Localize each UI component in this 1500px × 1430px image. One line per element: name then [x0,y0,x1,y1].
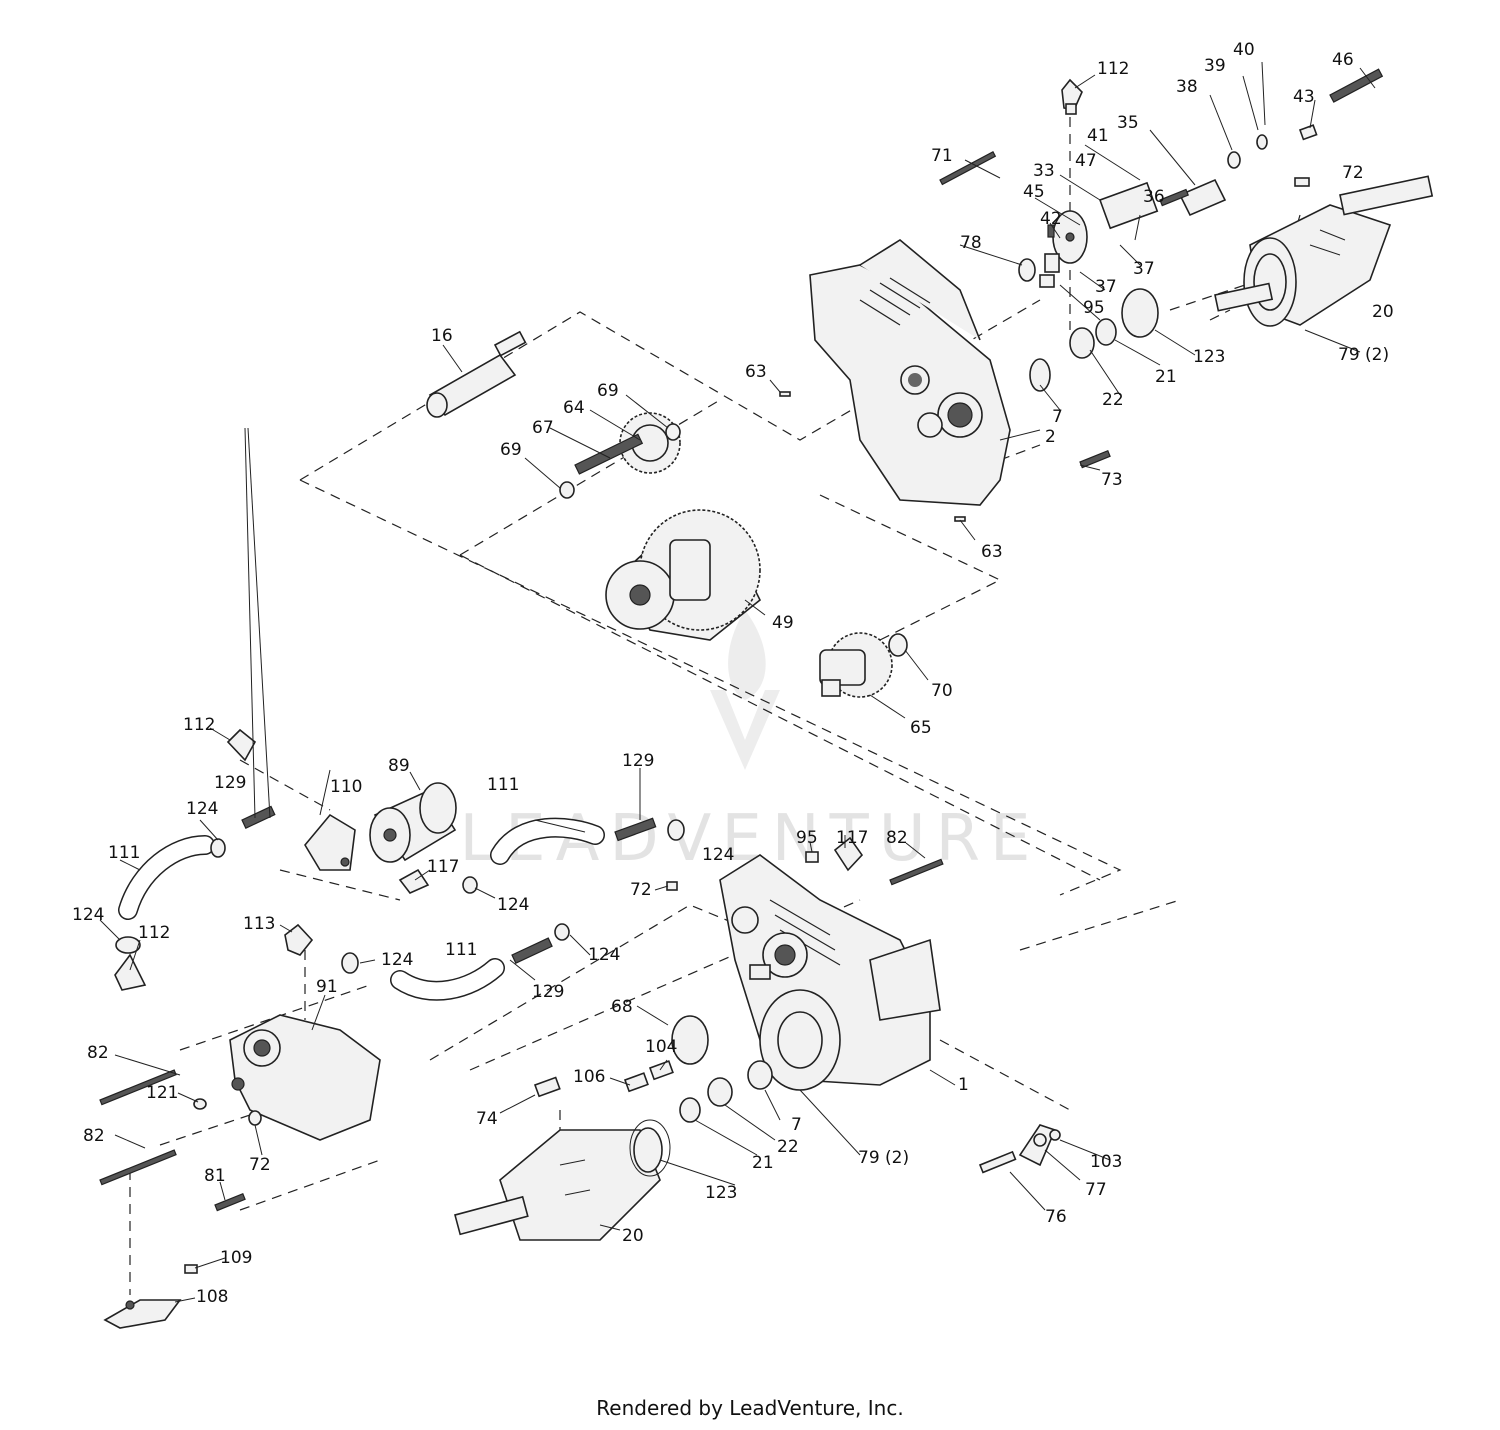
callout-117-b: 117 [427,857,459,877]
upper-housing-2 [809,239,1011,506]
callout-20: 20 [1372,302,1394,322]
callout-112-b: 112 [183,715,215,735]
hoses-and-fittings [114,728,864,1001]
callout-69-a: 69 [597,381,619,401]
callout-45: 45 [1023,182,1045,202]
callout-121: 121 [146,1083,178,1103]
callout-124-c: 124 [497,895,529,915]
callout-72-c: 72 [249,1155,271,1175]
callout-68: 68 [611,997,633,1017]
callout-16: 16 [431,326,453,346]
callout-64: 64 [563,398,585,418]
callout-112-c: 112 [138,923,170,943]
callout-35: 35 [1117,113,1139,133]
callout-106: 106 [573,1067,605,1087]
callout-82-a: 82 [886,828,908,848]
callout-69-b: 69 [500,440,522,460]
callout-1: 1 [958,1075,969,1095]
callout-111-a: 111 [487,775,519,795]
callout-91: 91 [316,977,338,997]
callout-109: 109 [220,1248,252,1268]
callout-37-b: 37 [1095,277,1117,297]
callout-129-a: 129 [214,773,246,793]
lower-axle-housing-20 [454,1119,671,1241]
callout-33: 33 [1033,161,1055,181]
lower-small-parts [99,858,1061,1329]
gear-65 [819,632,908,698]
callout-113: 113 [243,914,275,934]
callout-108: 108 [196,1287,228,1307]
lower-housing-1 [719,854,941,1091]
callout-38: 38 [1176,77,1198,97]
callout-79-2-b: 79 (2) [858,1148,909,1168]
callout-46: 46 [1332,50,1354,70]
callout-111-b: 111 [108,843,140,863]
callout-117-a: 117 [836,828,868,848]
callout-40: 40 [1233,40,1255,60]
callout-82-c: 82 [83,1126,105,1146]
callout-79-2: 79 (2) [1338,345,1389,365]
callout-72-b: 72 [630,880,652,900]
callout-112: 112 [1097,59,1129,79]
callout-49: 49 [772,613,794,633]
callout-47: 47 [1075,151,1097,171]
callout-129-b: 129 [622,751,654,771]
shaft-16 [426,330,527,418]
callout-123-b: 123 [705,1183,737,1203]
callout-124-b: 124 [702,845,734,865]
callout-95: 95 [1083,298,1105,318]
callout-67: 67 [532,418,554,438]
callout-74: 74 [476,1109,498,1129]
callout-7: 7 [1052,407,1063,427]
callout-7-b: 7 [791,1115,802,1135]
upper-small-parts [779,68,1384,522]
callout-22-b: 22 [777,1137,799,1157]
callout-39: 39 [1204,56,1226,76]
callout-37-a: 37 [1133,259,1155,279]
callout-labels: 112 40 46 39 38 43 41 35 71 47 33 72 45 … [72,40,1394,1307]
callout-70: 70 [931,681,953,701]
callout-43: 43 [1293,87,1315,107]
callout-41: 41 [1087,126,1109,146]
callout-73: 73 [1101,470,1123,490]
callout-123: 123 [1193,347,1225,367]
callout-129-c: 129 [532,982,564,1002]
callout-21: 21 [1155,367,1177,387]
callout-110: 110 [330,777,362,797]
filter-89-and-adapter-110 [304,782,457,871]
callout-103: 103 [1090,1152,1122,1172]
callout-42: 42 [1040,209,1062,229]
callout-111-c: 111 [445,940,477,960]
callout-22: 22 [1102,390,1124,410]
callout-76: 76 [1045,1207,1067,1227]
callout-72: 72 [1342,163,1364,183]
callout-81: 81 [204,1166,226,1186]
callout-124-d: 124 [72,905,104,925]
callout-78: 78 [960,233,982,253]
callout-63-a: 63 [745,362,767,382]
differential-49 [605,509,762,641]
callout-71: 71 [931,146,953,166]
callout-65: 65 [910,718,932,738]
callout-77: 77 [1085,1180,1107,1200]
callout-104: 104 [645,1037,677,1057]
gear-64-and-shaft-67 [559,412,681,499]
callout-2: 2 [1045,427,1056,447]
footer-credit: Rendered by LeadVenture, Inc. [596,1396,904,1420]
pump-housing-91 [229,1014,381,1141]
callout-95-b: 95 [796,828,818,848]
callout-89: 89 [388,756,410,776]
callout-124-e: 124 [381,950,413,970]
leader-lines [99,61,1376,1303]
callout-21-b: 21 [752,1153,774,1173]
callout-20-b: 20 [622,1226,644,1246]
callout-63-b: 63 [981,542,1003,562]
upper-axle-housing-20 [1214,175,1434,327]
callout-124-f: 124 [588,945,620,965]
callout-36: 36 [1143,187,1165,207]
callout-82-b: 82 [87,1043,109,1063]
callout-124-a: 124 [186,799,218,819]
lower-washers [671,1015,773,1123]
